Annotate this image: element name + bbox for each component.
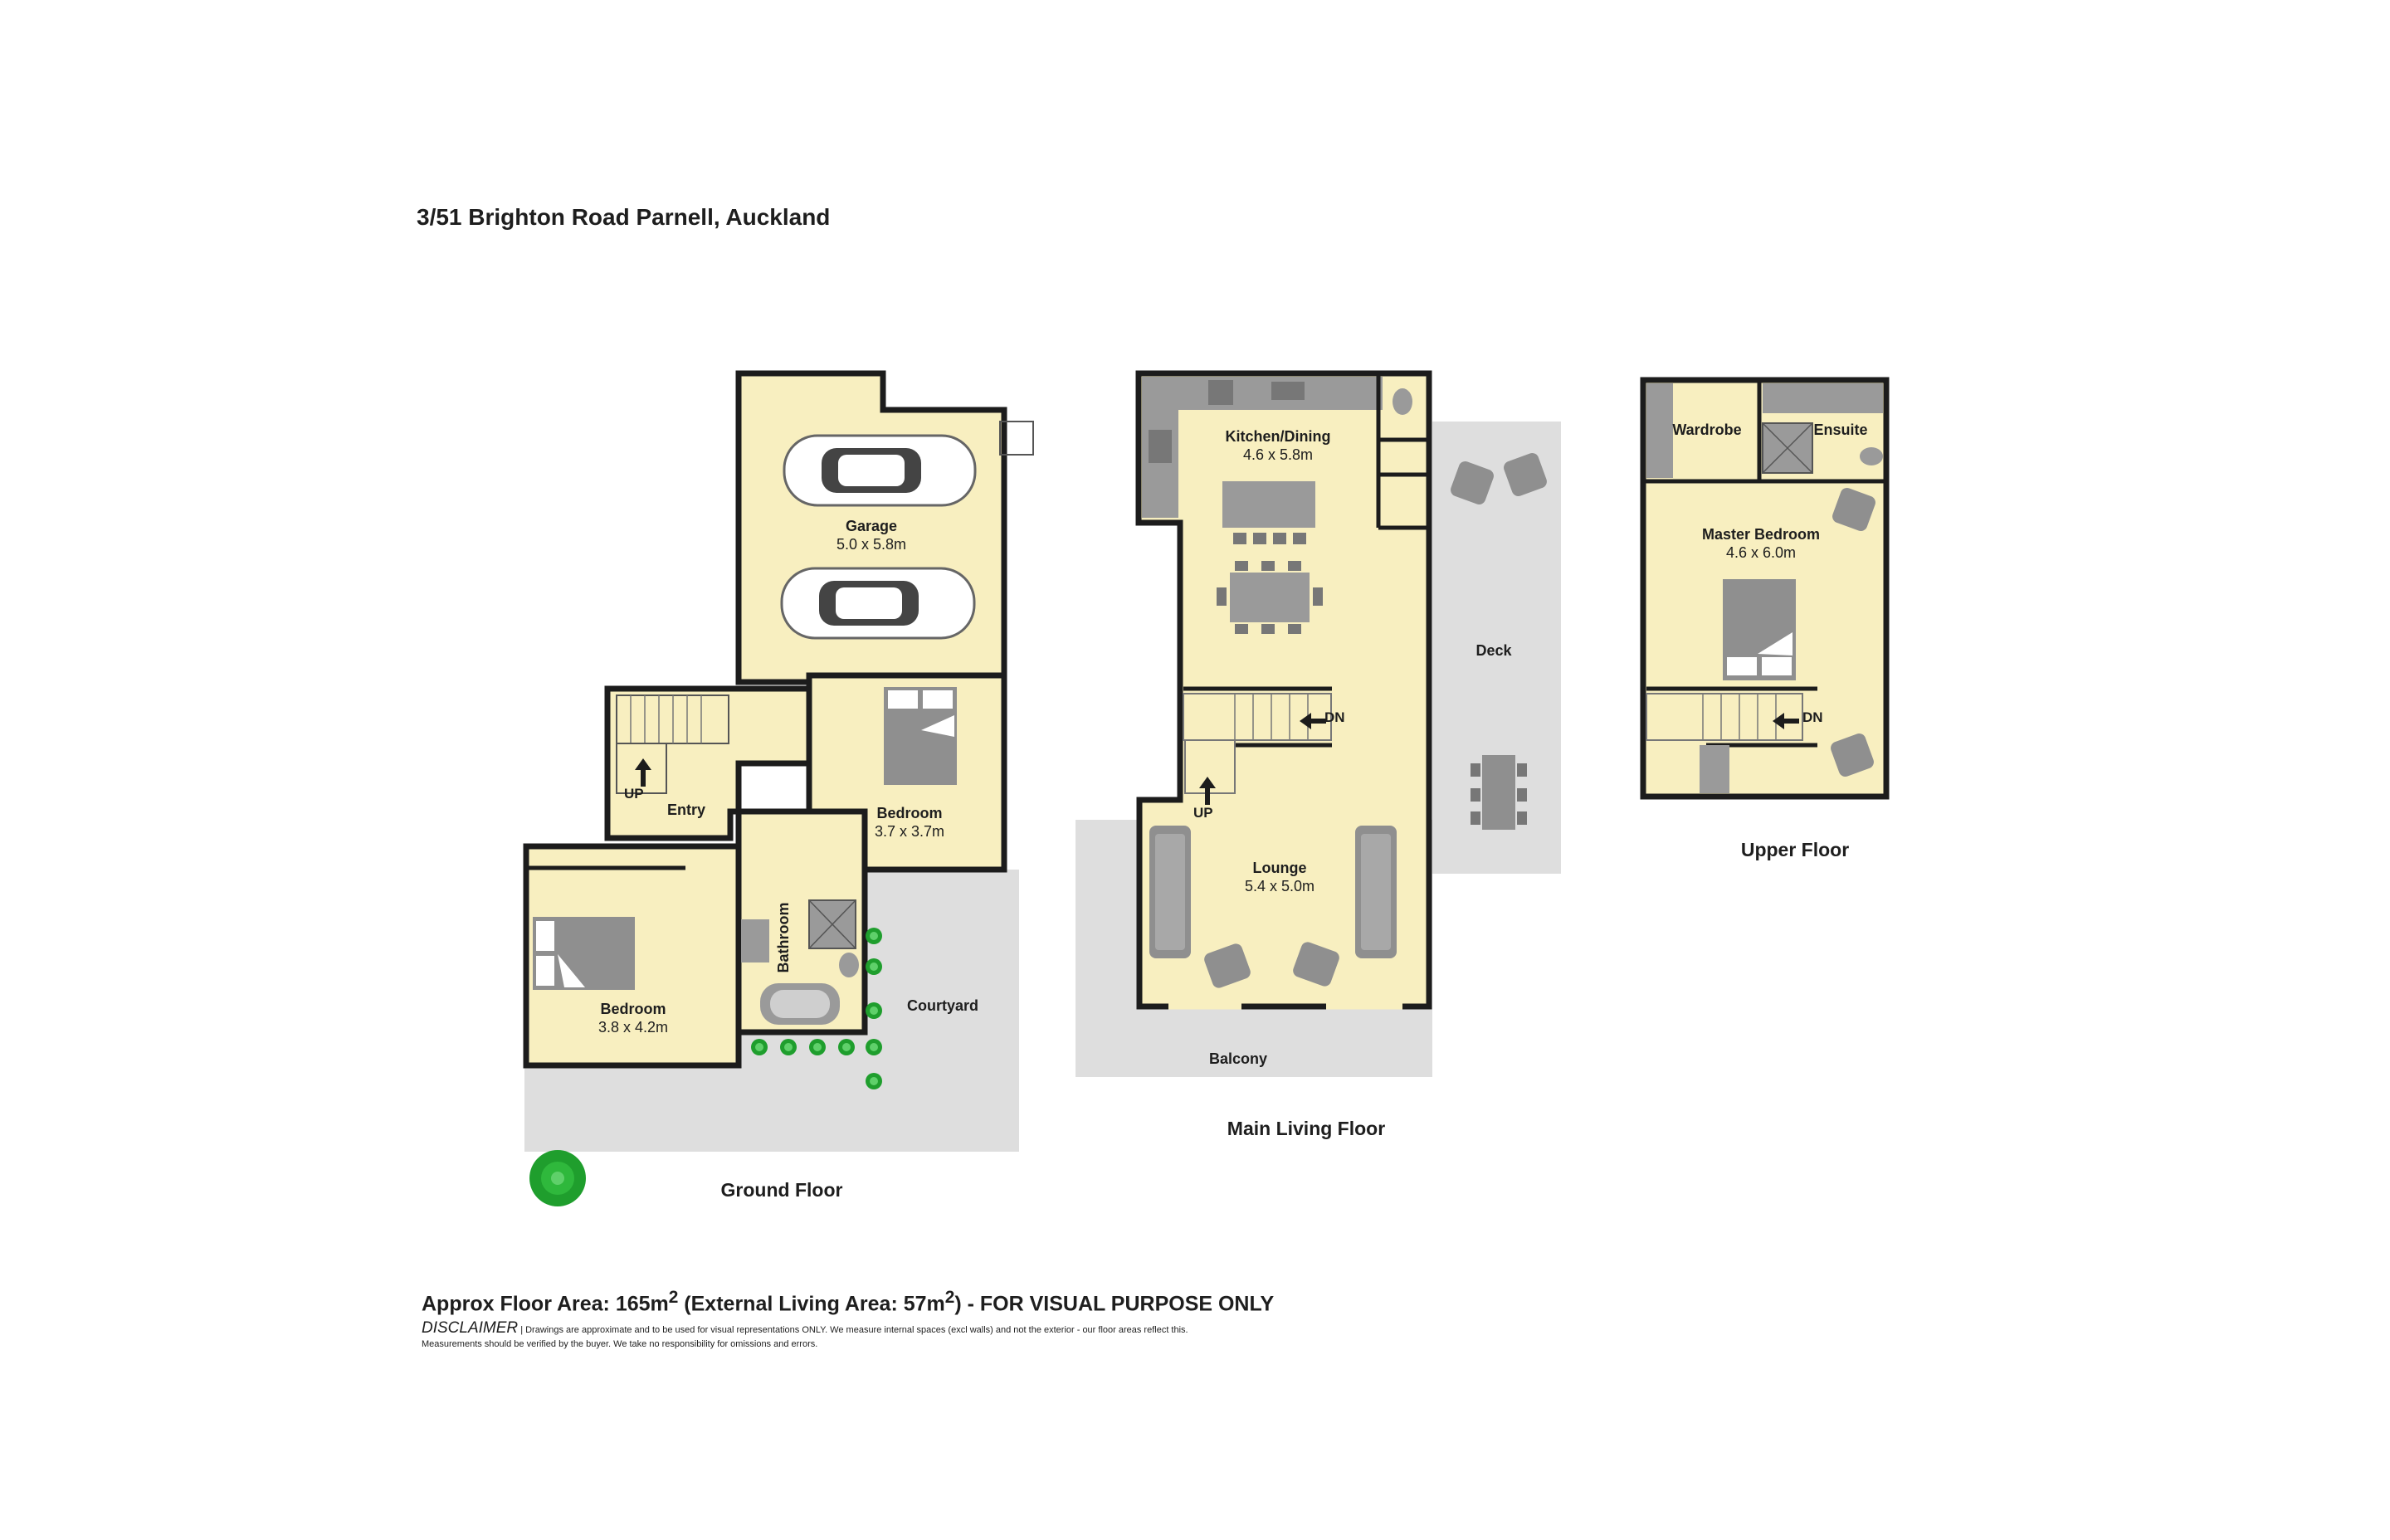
main-living-floor-label: Main Living Floor <box>1227 1118 1385 1139</box>
balcony-label: Balcony <box>1209 1050 1267 1067</box>
upper-stair-down-label: DN <box>1802 709 1823 725</box>
external-area: (External Living Area: 57m <box>678 1292 945 1316</box>
bedroom-1-label: Bedroom <box>600 1001 666 1017</box>
floor-area-sup: 2 <box>668 1288 679 1307</box>
property-title: 3/51 Brighton Road Parnell, Auckland <box>417 204 831 230</box>
car-2 <box>780 567 976 640</box>
main-stair <box>1183 686 1332 805</box>
ensuite-label: Ensuite <box>1813 422 1867 438</box>
master-bedroom-dims: 4.6 x 6.0m <box>1726 544 1796 561</box>
lounge-label: Lounge <box>1253 860 1307 876</box>
floor-area-prefix: Approx Floor Area: 165m <box>422 1292 669 1316</box>
ground-floor-plan <box>523 370 1034 1206</box>
disclaimer-line-2: Measurements should be verified by the b… <box>422 1339 818 1349</box>
bedroom-2-label: Bedroom <box>876 805 942 821</box>
ground-stair-up-label: UP <box>624 786 644 802</box>
upper-floor-plan <box>1640 377 1890 800</box>
car-1 <box>783 434 977 507</box>
floor-area-suffix: ) - FOR VISUAL PURPOSE ONLY <box>954 1292 1275 1316</box>
disclaimer-line-1: | Drawings are approximate and to be use… <box>518 1325 1188 1335</box>
main-stair-down-label: DN <box>1324 709 1345 725</box>
large-plant <box>529 1150 586 1206</box>
disclaimer: DISCLAIMER | Drawings are approximate an… <box>422 1319 1417 1352</box>
upper-floor-label: Upper Floor <box>1741 839 1849 860</box>
deck-label: Deck <box>1475 642 1512 659</box>
ground-stair <box>616 694 729 794</box>
floor-area-summary: Approx Floor Area: 165m2 (External Livin… <box>422 1288 1274 1316</box>
kitchen-dining-dims: 4.6 x 5.8m <box>1243 446 1313 463</box>
bedroom-2-dims: 3.7 x 3.7m <box>875 823 944 840</box>
garage-dims: 5.0 x 5.8m <box>836 536 906 553</box>
upper-stair <box>1646 686 1817 793</box>
bed-bedroom-2 <box>884 687 957 785</box>
master-bedroom-label: Master Bedroom <box>1702 526 1820 543</box>
wardrobe-label: Wardrobe <box>1672 422 1741 438</box>
disclaimer-label: DISCLAIMER <box>422 1319 519 1337</box>
bed-bedroom-1 <box>533 917 635 990</box>
entry-label: Entry <box>667 802 705 818</box>
lounge-dims: 5.4 x 5.0m <box>1245 878 1314 894</box>
external-area-sup: 2 <box>944 1288 955 1307</box>
ground-floor-label: Ground Floor <box>721 1179 843 1201</box>
garage-label: Garage <box>846 518 897 534</box>
bathroom-label: Bathroom <box>775 903 792 973</box>
bedroom-1-dims: 3.8 x 4.2m <box>598 1019 668 1036</box>
main-living-floor-plan <box>1076 370 1561 1077</box>
master-bed <box>1723 579 1796 680</box>
kitchen-dining-label: Kitchen/Dining <box>1226 428 1331 445</box>
courtyard-label: Courtyard <box>907 997 978 1014</box>
main-stair-up-label: UP <box>1193 805 1213 821</box>
